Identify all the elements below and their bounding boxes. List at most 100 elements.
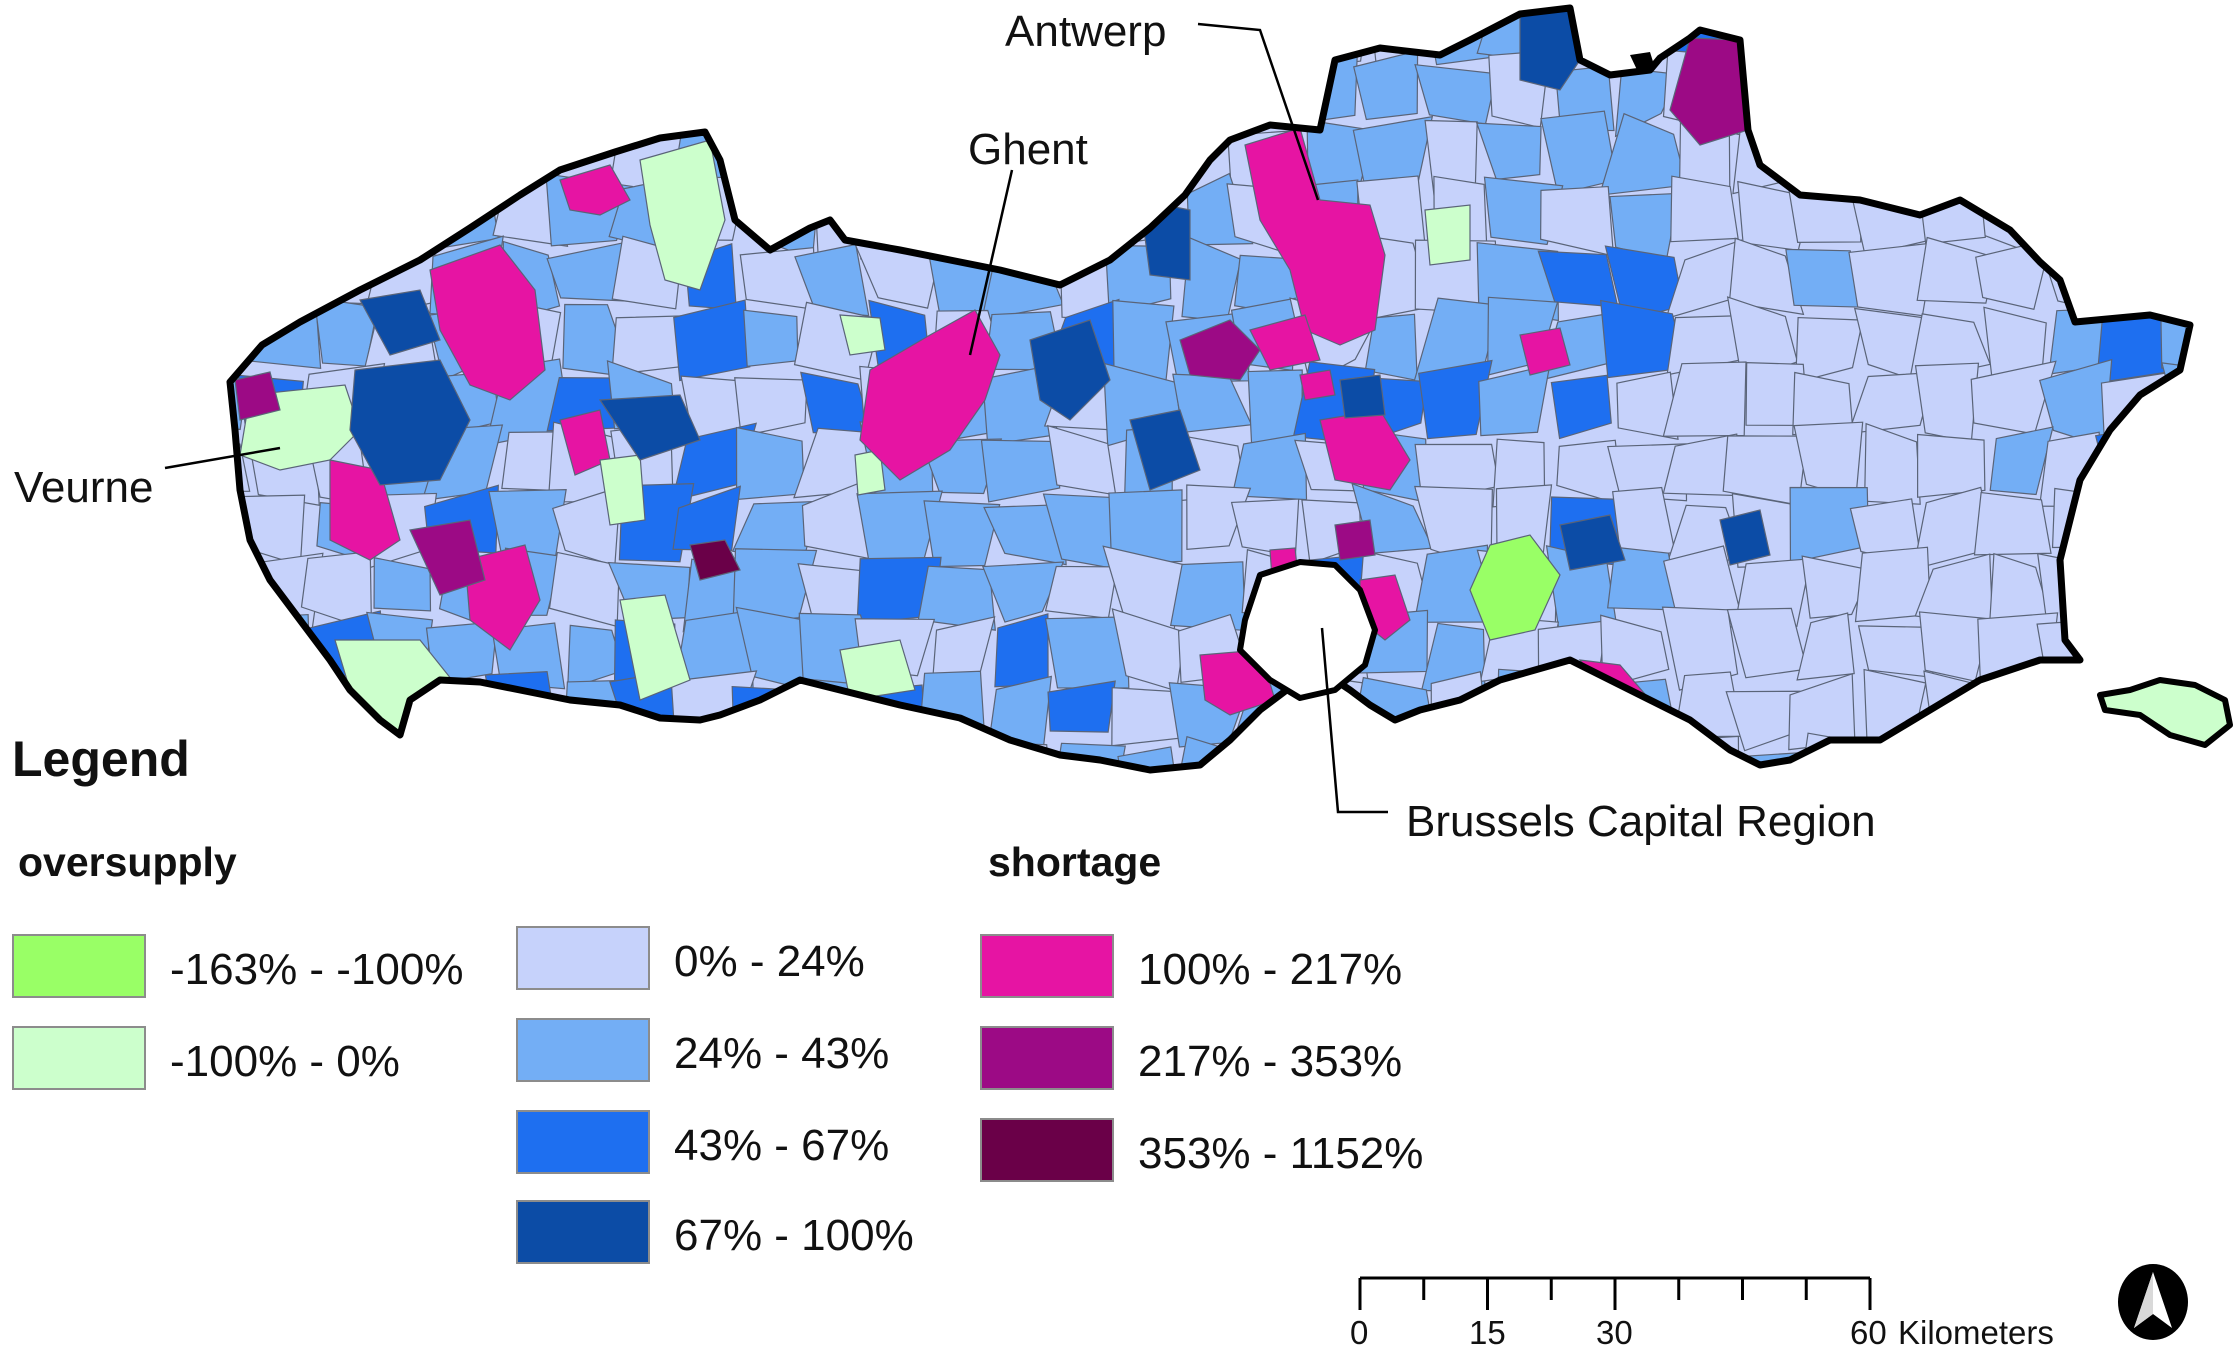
municipality bbox=[793, 749, 869, 770]
municipality bbox=[301, 186, 379, 262]
municipality bbox=[55, 0, 131, 66]
municipality bbox=[55, 301, 116, 375]
municipality bbox=[443, 128, 502, 192]
municipality bbox=[608, 797, 691, 820]
municipality bbox=[2174, 485, 2190, 563]
municipality bbox=[1661, 606, 1739, 691]
municipality bbox=[361, 175, 444, 259]
scale-tick-30: 30 bbox=[1596, 1314, 1633, 1351]
municipality bbox=[731, 685, 818, 756]
municipality bbox=[863, 110, 931, 198]
municipality bbox=[2056, 814, 2118, 820]
legend-shortage-title: shortage bbox=[988, 839, 1162, 885]
legend-swatch-oversupply-2 bbox=[12, 1026, 146, 1090]
municipality bbox=[423, 679, 499, 753]
label-brussels: Brussels Capital Region bbox=[1406, 797, 1876, 846]
municipality bbox=[990, 795, 1064, 820]
municipality bbox=[1864, 422, 1921, 505]
municipality bbox=[2109, 246, 2173, 320]
municipality bbox=[300, 116, 367, 190]
municipality bbox=[984, 741, 1053, 770]
municipality bbox=[0, 186, 73, 261]
municipality bbox=[251, 668, 322, 750]
municipality bbox=[606, 8, 685, 76]
municipality bbox=[934, 56, 1005, 130]
municipality bbox=[230, 544, 257, 630]
municipality bbox=[2158, 796, 2238, 820]
legend-label-oversupply-2: -100% - 0% bbox=[170, 1037, 400, 1086]
municipality bbox=[732, 548, 818, 624]
municipality bbox=[9, 119, 67, 194]
municipality bbox=[2099, 72, 2176, 136]
municipality bbox=[426, 743, 485, 770]
municipality bbox=[118, 62, 198, 113]
municipality bbox=[804, 8, 860, 57]
municipality bbox=[244, 737, 310, 770]
municipality bbox=[120, 607, 192, 682]
municipality bbox=[2236, 0, 2240, 71]
municipality bbox=[2159, 57, 2190, 120]
north-arrow-icon bbox=[2118, 1264, 2188, 1340]
municipality bbox=[0, 241, 73, 316]
municipality bbox=[426, 8, 506, 70]
legend-title: Legend bbox=[12, 731, 190, 787]
municipality bbox=[1923, 48, 1981, 135]
municipality bbox=[738, 817, 810, 820]
municipality bbox=[1186, 484, 1252, 550]
municipality bbox=[114, 133, 198, 178]
municipality bbox=[2221, 798, 2240, 820]
municipality bbox=[2098, 175, 2175, 254]
municipality bbox=[230, 244, 241, 316]
municipality bbox=[2235, 736, 2240, 815]
antwerp-leader bbox=[1197, 22, 1320, 201]
municipality bbox=[239, 175, 315, 253]
municipality bbox=[2038, 8, 2122, 71]
municipality bbox=[1985, 50, 2056, 129]
municipality bbox=[359, 51, 441, 132]
municipality bbox=[195, 810, 256, 820]
municipality bbox=[617, 57, 687, 122]
municipality bbox=[420, 56, 503, 126]
ghent-leader bbox=[968, 169, 1014, 356]
label-antwerp: Antwerp bbox=[1005, 7, 1167, 56]
choropleth-map bbox=[0, 0, 2240, 820]
scale-bar bbox=[1358, 1276, 1872, 1310]
municipality bbox=[671, 735, 743, 770]
municipality bbox=[240, 111, 318, 188]
municipality bbox=[1973, 491, 2052, 556]
municipality bbox=[497, 800, 553, 820]
municipality bbox=[732, 8, 800, 51]
municipality bbox=[1801, 555, 1873, 619]
municipality bbox=[1353, 50, 1419, 121]
municipality bbox=[1475, 122, 1542, 180]
municipality bbox=[737, 733, 819, 770]
veurne-leader bbox=[164, 446, 281, 470]
municipality bbox=[313, 8, 371, 70]
municipality bbox=[1972, 8, 2058, 73]
municipality bbox=[1918, 8, 1991, 66]
municipality bbox=[1976, 734, 2058, 770]
municipality bbox=[1863, 668, 1927, 748]
municipality bbox=[2231, 683, 2240, 741]
municipality bbox=[118, 799, 182, 820]
municipality bbox=[0, 369, 72, 439]
municipality bbox=[1117, 746, 1180, 770]
municipality bbox=[51, 237, 131, 322]
municipality bbox=[858, 739, 924, 770]
municipality bbox=[923, 735, 992, 770]
municipality bbox=[52, 53, 129, 120]
municipality bbox=[672, 8, 753, 69]
municipality bbox=[131, 562, 191, 622]
municipality bbox=[1989, 673, 2049, 750]
municipality bbox=[1178, 55, 1249, 132]
brussels-region bbox=[1237, 559, 1378, 701]
municipality bbox=[132, 244, 198, 310]
municipality bbox=[1914, 362, 1980, 443]
municipality bbox=[794, 243, 870, 317]
municipality bbox=[2159, 114, 2190, 194]
legend-label-shortage-3: 353% - 1152% bbox=[1138, 1129, 1424, 1178]
municipality bbox=[2106, 128, 2173, 192]
scale-tick-60: 60 bbox=[1850, 1314, 1887, 1351]
municipality bbox=[565, 814, 618, 820]
municipality bbox=[1174, 735, 1243, 770]
